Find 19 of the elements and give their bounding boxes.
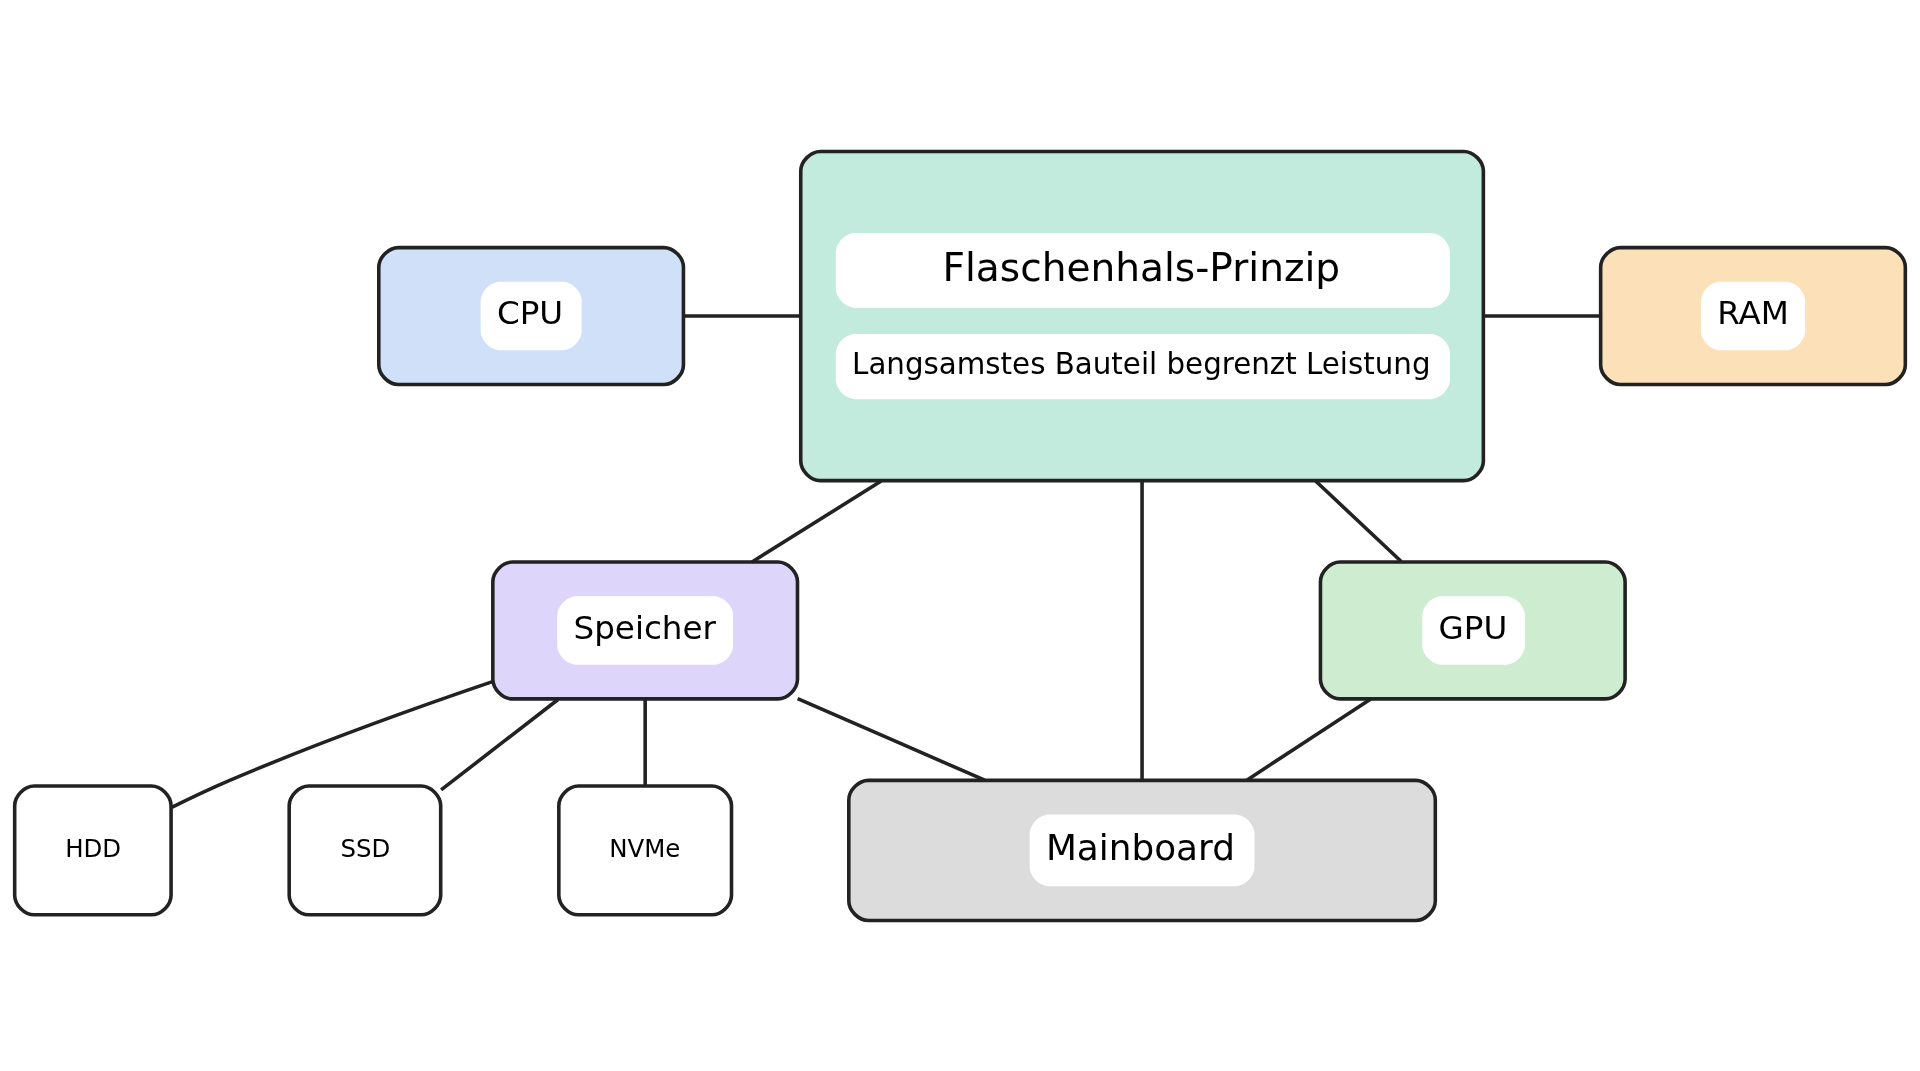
node-box: HDD bbox=[12, 783, 173, 917]
node-box: SSD bbox=[287, 783, 443, 917]
node-box: NVMe bbox=[557, 783, 734, 917]
connector bbox=[1140, 480, 1144, 780]
connector bbox=[440, 697, 560, 791]
connector bbox=[683, 313, 801, 318]
connector bbox=[170, 679, 494, 809]
node-box: CPU bbox=[377, 245, 686, 386]
connector bbox=[1245, 697, 1372, 782]
connector bbox=[643, 699, 647, 786]
node-box: Flaschenhals-Prinzip Langsamstes Bauteil begrenzt Leistung bbox=[798, 149, 1486, 482]
connector bbox=[1483, 313, 1601, 318]
node-box: RAM bbox=[1598, 245, 1908, 386]
node-box: Mainboard bbox=[847, 778, 1438, 922]
connector bbox=[796, 696, 986, 782]
node-box: Speicher bbox=[491, 559, 800, 701]
connector bbox=[1314, 479, 1403, 563]
node-box: GPU bbox=[1318, 559, 1627, 701]
connector bbox=[751, 479, 883, 563]
